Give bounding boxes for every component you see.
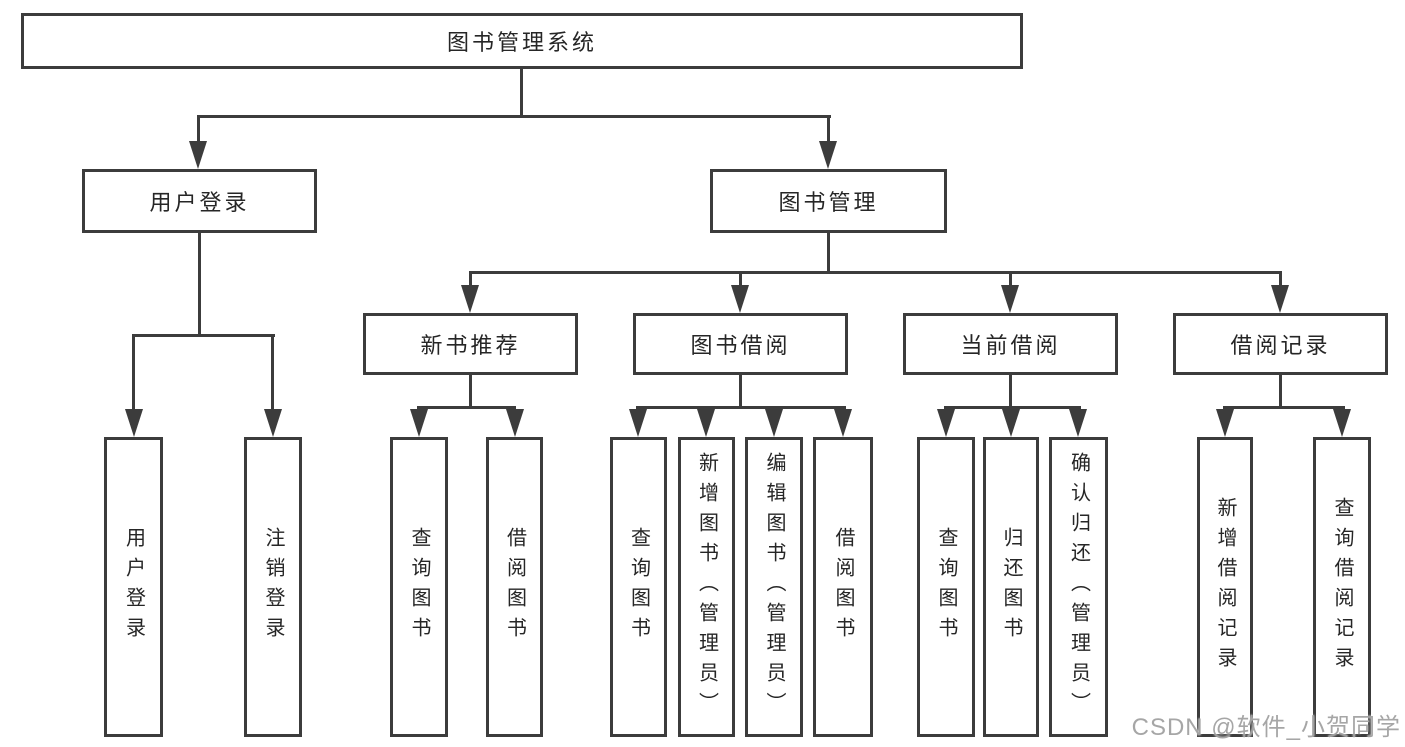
leaf-label: 归还图书 <box>1000 527 1022 647</box>
arrowhead-return-books-icon <box>1002 409 1020 437</box>
connector-new-book-recommend-branch <box>417 406 516 409</box>
leaf-confirm-return-admin: 确认归还（管理员） <box>1049 437 1108 737</box>
node-label: 图书借阅 <box>690 333 791 358</box>
leaf-label: 查询图书 <box>408 527 430 647</box>
connector-stem-user-login-leaf <box>132 334 135 413</box>
node-label: 图书管理 <box>778 190 879 215</box>
arrowhead-new-book-recommend-icon <box>461 285 479 313</box>
node-current-borrowing: 当前借阅 <box>903 313 1118 375</box>
arrowhead-user-login-leaf-icon <box>125 409 143 437</box>
connector-user-login-branch <box>132 334 275 337</box>
arrowhead-edit-books-admin-icon <box>765 409 783 437</box>
leaf-label: 查询借阅记录 <box>1331 497 1353 677</box>
leaf-borrow-books-borrowing: 借阅图书 <box>813 437 873 737</box>
leaf-query-books-recommend: 查询图书 <box>390 437 448 737</box>
leaf-label: 注销登录 <box>262 527 284 647</box>
arrowhead-book-management-icon <box>819 141 837 169</box>
arrowhead-query-books-borrowing-icon <box>629 409 647 437</box>
leaf-query-borrow-record: 查询借阅记录 <box>1313 437 1371 737</box>
leaf-label: 用户登录 <box>122 527 145 647</box>
leaf-return-books: 归还图书 <box>983 437 1039 737</box>
leaf-label: 编辑图书（管理员） <box>763 452 785 722</box>
connector-book-borrowing-branch <box>636 406 846 409</box>
connector-stem-book-borrowing <box>739 271 742 290</box>
node-new-book-recommend: 新书推荐 <box>363 313 578 375</box>
connector-current-borrowing-stub <box>1009 375 1012 409</box>
node-label: 图书管理系统 <box>446 30 597 55</box>
node-book-management: 图书管理 <box>710 169 947 233</box>
arrowhead-query-borrow-record-icon <box>1333 409 1351 437</box>
leaf-add-books-admin: 新增图书（管理员） <box>678 437 735 737</box>
leaf-label: 借阅图书 <box>503 527 526 647</box>
leaf-query-books-current: 查询图书 <box>917 437 975 737</box>
arrowhead-query-books-recommend-icon <box>410 409 428 437</box>
connector-stem-user-login <box>197 115 200 146</box>
connector-user-login-stub <box>198 233 201 337</box>
node-book-borrowing: 图书借阅 <box>633 313 848 375</box>
leaf-label: 确认归还（管理员） <box>1067 452 1090 722</box>
leaf-label: 查询图书 <box>627 527 650 647</box>
arrowhead-logout-leaf-icon <box>264 409 282 437</box>
arrowhead-confirm-return-admin-icon <box>1069 409 1087 437</box>
arrowhead-borrow-books-recommend-icon <box>506 409 524 437</box>
leaf-borrow-books-recommend: 借阅图书 <box>486 437 543 737</box>
connector-root-stub <box>520 69 523 118</box>
arrowhead-borrow-books-borrowing-icon <box>834 409 852 437</box>
leaf-label: 新增借阅记录 <box>1214 497 1236 677</box>
node-label: 当前借阅 <box>960 333 1061 358</box>
node-label: 新书推荐 <box>420 333 521 358</box>
connector-stem-logout-leaf <box>271 334 274 413</box>
connector-stem-new-book-recommend <box>469 271 472 290</box>
connector-new-book-recommend-stub <box>469 375 472 409</box>
node-borrowing-records: 借阅记录 <box>1173 313 1388 375</box>
leaf-logout: 注销登录 <box>244 437 302 737</box>
node-root-library-system: 图书管理系统 <box>21 13 1023 69</box>
connector-level3-branch <box>469 271 1282 274</box>
node-label: 借阅记录 <box>1230 333 1331 358</box>
connector-book-borrowing-stub <box>739 375 742 409</box>
leaf-label: 借阅图书 <box>832 527 854 647</box>
connector-stem-borrowing-records <box>1279 271 1282 290</box>
arrowhead-add-books-admin-icon <box>697 409 715 437</box>
connector-borrowing-records-branch <box>1223 406 1345 409</box>
leaf-add-borrow-record: 新增借阅记录 <box>1197 437 1253 737</box>
leaf-user-login: 用户登录 <box>104 437 163 737</box>
arrowhead-query-books-current-icon <box>937 409 955 437</box>
arrowhead-current-borrowing-icon <box>1001 285 1019 313</box>
connector-level2-branch <box>197 115 831 118</box>
leaf-query-books-borrowing: 查询图书 <box>610 437 667 737</box>
connector-stem-current-borrowing <box>1009 271 1012 290</box>
node-label: 用户登录 <box>149 190 250 215</box>
leaf-label: 查询图书 <box>935 527 957 647</box>
connector-stem-book-management <box>827 115 830 146</box>
connector-book-management-stub <box>827 232 830 274</box>
arrowhead-add-borrow-record-icon <box>1216 409 1234 437</box>
arrowhead-user-login-icon <box>189 141 207 169</box>
arrowhead-book-borrowing-icon <box>731 285 749 313</box>
connector-current-borrowing-branch <box>944 406 1081 409</box>
connector-borrowing-records-stub <box>1279 375 1282 409</box>
node-user-login: 用户登录 <box>82 169 317 233</box>
leaf-label: 新增图书（管理员） <box>695 452 718 722</box>
leaf-edit-books-admin: 编辑图书（管理员） <box>745 437 803 737</box>
arrowhead-borrowing-records-icon <box>1271 285 1289 313</box>
